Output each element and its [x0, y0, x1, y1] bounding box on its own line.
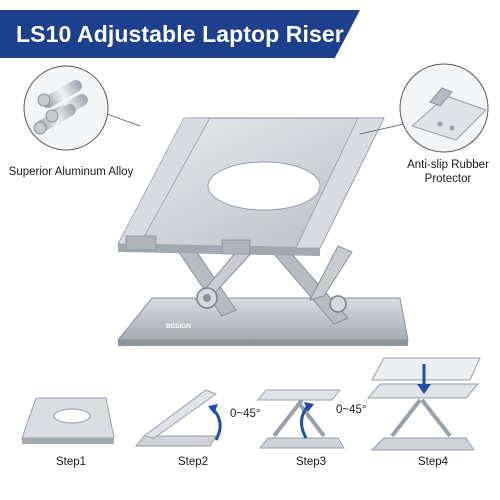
callout-aluminum-label: Superior Aluminum Alloy — [8, 166, 134, 178]
page-title: LS10 Adjustable Laptop Riser — [16, 21, 344, 47]
step2-angle: 0~45° — [230, 408, 261, 420]
aluminum-rods-icon — [33, 80, 88, 135]
step3-thumbnail — [256, 389, 345, 449]
callout-rubber-label: Anti-slip Rubber Protector — [396, 158, 500, 186]
step1-thumbnail — [21, 397, 115, 444]
rotate-arrow-icon — [300, 405, 310, 439]
title-banner — [0, 10, 360, 58]
step3-angle: 0~45° — [336, 404, 367, 416]
brand-mark: BESIGN — [166, 323, 191, 330]
laptop-stand-illustration: BESIGN — [23, 63, 489, 346]
rubber-protector-icon — [411, 87, 487, 141]
step2-label: Step2 — [177, 456, 209, 468]
step4-thumbnail — [366, 357, 481, 451]
callout-rubber-line2: Protector — [424, 173, 472, 185]
step1-label: Step1 — [55, 456, 87, 468]
step2-thumbnail — [134, 389, 222, 447]
step4-label: Step4 — [417, 456, 449, 468]
step3-label: Step3 — [295, 456, 327, 468]
callout-rubber-line1: Anti-slip Rubber — [407, 159, 489, 171]
